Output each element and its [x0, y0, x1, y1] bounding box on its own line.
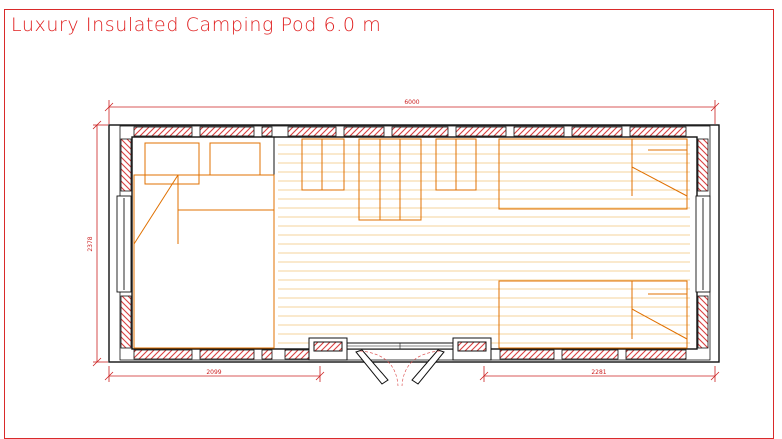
dimension-lines — [92, 100, 720, 382]
dimension-overall-length: 6000 — [404, 99, 419, 106]
side-windows — [116, 195, 711, 293]
right-bed-bottom — [498, 280, 688, 349]
right-bed-top — [498, 138, 688, 210]
insulation-top — [133, 126, 687, 137]
storage-unit-1 — [301, 138, 345, 191]
floor-boards — [278, 144, 690, 344]
dimension-width: 2378 — [87, 236, 94, 251]
insulation-sides — [120, 138, 709, 349]
walls — [108, 124, 720, 363]
storage-unit-2 — [358, 138, 422, 221]
dimension-right-section: 2281 — [591, 369, 606, 376]
left-bed-pillow-2 — [209, 142, 261, 176]
furniture — [133, 138, 688, 349]
drawing-title: Luxury Insulated Camping Pod 6.0 m — [11, 14, 382, 36]
door-bay — [308, 337, 492, 361]
insulation-bottom — [133, 349, 687, 360]
dimension-left-section: 2099 — [206, 369, 221, 376]
entrance-doors — [355, 349, 445, 387]
left-bed-pillow — [144, 142, 200, 185]
left-bed — [133, 174, 275, 349]
